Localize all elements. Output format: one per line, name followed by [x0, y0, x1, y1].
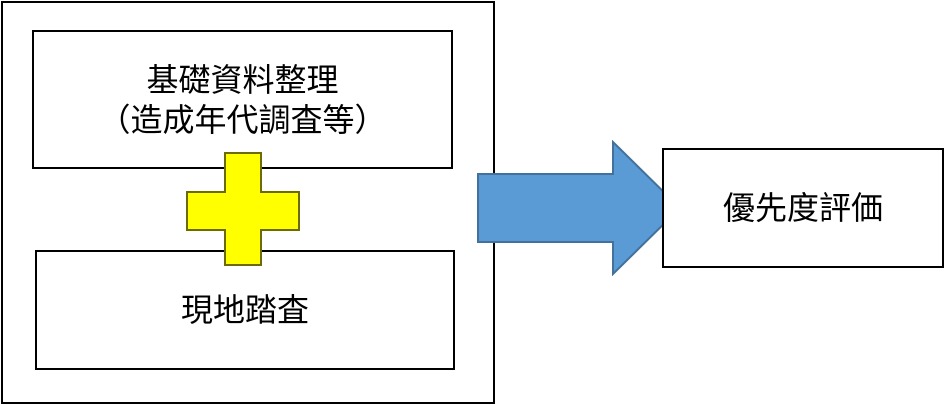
field-survey-label: 現地踏査	[180, 291, 309, 329]
right-arrow-icon	[477, 140, 682, 276]
basic-data-title: 基礎資料整理	[146, 60, 339, 99]
priority-evaluation-label: 優先度評価	[722, 189, 883, 227]
basic-data-box: 基礎資料整理 （造成年代調査等）	[32, 30, 453, 169]
basic-data-subtitle: （造成年代調査等）	[98, 100, 387, 139]
priority-evaluation-box: 優先度評価	[662, 148, 944, 268]
field-survey-box: 現地踏査	[35, 250, 455, 370]
plus-icon	[186, 152, 300, 266]
